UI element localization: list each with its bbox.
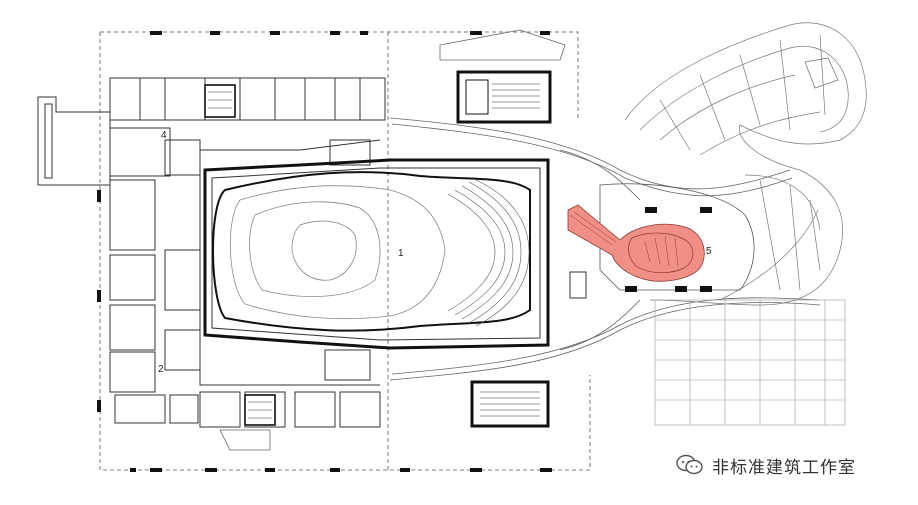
building-outline [99,31,591,471]
stair-cores [204,70,552,428]
room-label-1: 1 [398,248,404,259]
wechat-icon [676,454,703,475]
entrance-lobby [599,183,755,291]
auditorium-inner-wall [211,167,541,341]
north-canopy [439,29,566,61]
seating-rows [447,179,530,327]
south-canopy [219,429,271,451]
perimeter-columns [97,31,552,472]
canopy-grid [654,299,846,426]
shell-skylight [804,57,839,89]
lobby-columns [625,207,712,292]
lobby-curves [389,117,821,381]
stair-treads [208,83,540,419]
auditorium-walls [203,158,550,350]
room-label-5: 5 [706,246,712,257]
hall-shell [212,171,531,332]
highlighted-staircase [567,204,705,282]
hall-inner-outline [229,185,446,320]
watermark-text: 非标准建筑工作室 [712,457,856,478]
watermark: 非标准建筑工作室 [676,452,856,478]
service-block [569,271,587,299]
room-label-2: 2 [158,364,164,375]
room-label-4: 4 [161,130,167,141]
